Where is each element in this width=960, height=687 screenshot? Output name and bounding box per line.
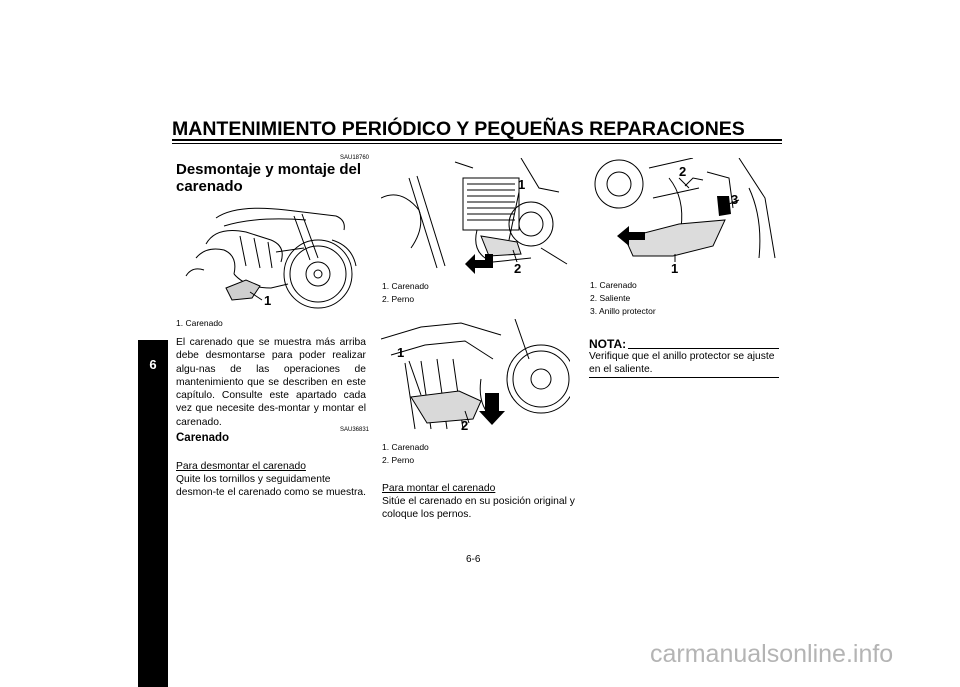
- page-number: 6-6: [466, 554, 481, 565]
- title-rule-thin: [172, 143, 782, 144]
- note-text: Verifique que el anillo protector se aju…: [589, 351, 775, 376]
- subheading: Carenado: [176, 432, 230, 444]
- section-tab: 6: [138, 340, 168, 687]
- procedure-text: Quite los tornillos y seguidamente desmo…: [176, 474, 367, 499]
- figure-callout: 1: [264, 293, 272, 308]
- note-rule-bottom: [589, 377, 779, 378]
- engine-side-illustration: [381, 158, 568, 274]
- page-title: MANTENIMIENTO PERIÓDICO Y PEQUEÑAS REPAR…: [172, 118, 745, 140]
- fairing-bolt-figure: 1 2: [381, 319, 570, 437]
- figure-caption: 1. Carenado 2. Perno: [382, 281, 429, 304]
- procedure-heading: Para montar el carenado: [382, 483, 496, 494]
- procedure-text: Sitúe el carenado en su posición origina…: [382, 496, 575, 521]
- figure-callout: 2: [461, 418, 469, 433]
- watermark: carmanualsonline.info: [650, 640, 894, 668]
- note-label: NOTA:: [589, 337, 627, 351]
- title-rule-thick: [172, 139, 782, 141]
- figure-callout: 1: [518, 177, 526, 192]
- section-code: SAU36831: [340, 427, 370, 433]
- figure-caption: 1. Carenado 2. Saliente 3. Anillo protec…: [590, 280, 656, 316]
- fairing-detail-illustration: [381, 319, 570, 430]
- motorcycle-front-illustration: [185, 207, 357, 309]
- fairing-figure: 1: [176, 196, 366, 312]
- note-rule-top: [628, 348, 779, 349]
- figure-callout: 1: [671, 261, 679, 276]
- engine-figure: 1 2: [381, 158, 570, 280]
- figure-caption: 1. Carenado 2. Perno: [382, 442, 429, 465]
- figure-callout: 2: [679, 164, 687, 179]
- figure-callout: 2: [514, 261, 522, 276]
- figure-caption: 1. Carenado: [176, 318, 223, 328]
- figure-callout: 1: [397, 345, 405, 360]
- procedure-heading: Para desmontar el carenado: [176, 461, 306, 472]
- protector-ring-illustration: [594, 158, 776, 262]
- figure-callout: 3: [731, 192, 739, 207]
- section-code: SAU18760: [340, 155, 370, 161]
- protector-ring-figure: 2 3 1: [589, 158, 779, 278]
- section-heading: Desmontaje y montaje del carenado: [176, 161, 362, 195]
- intro-paragraph: El carenado que se muestra más arriba de…: [176, 337, 366, 428]
